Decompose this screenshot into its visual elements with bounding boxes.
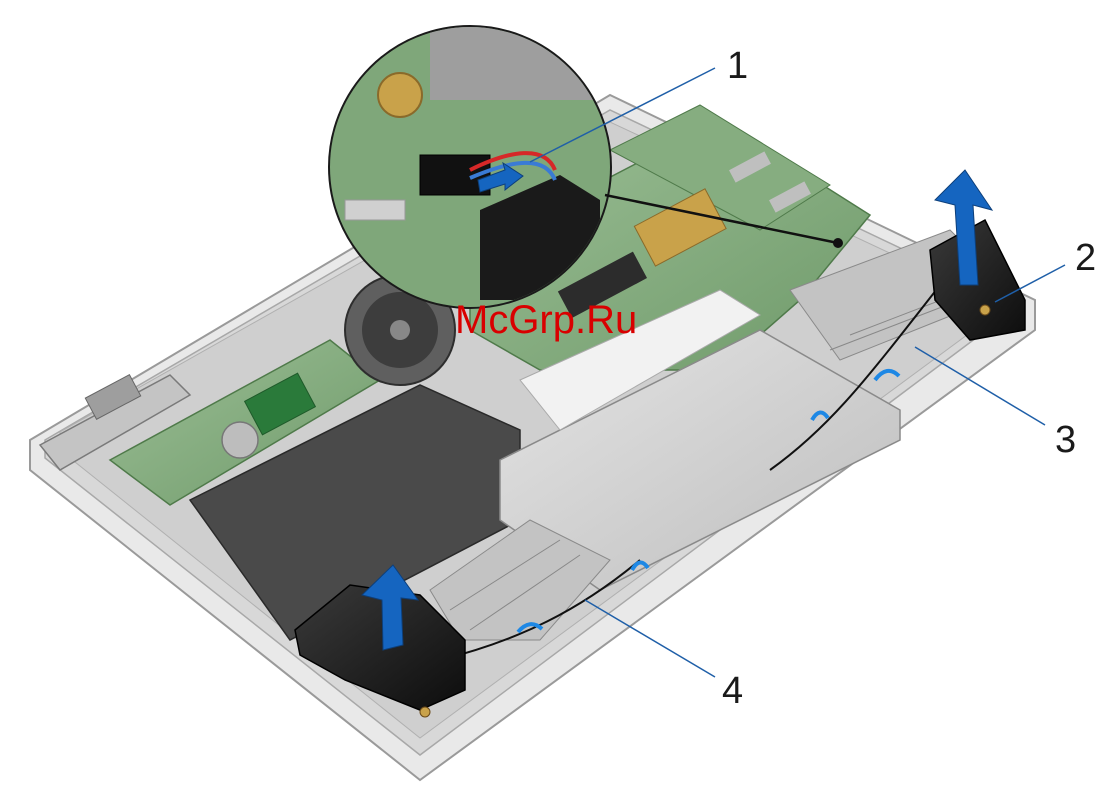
callout-4: 4 xyxy=(722,670,743,712)
callout-2: 2 xyxy=(1075,237,1096,279)
watermark: McGrp.Ru xyxy=(455,298,637,342)
callout-1: 1 xyxy=(727,45,748,87)
callout-3: 3 xyxy=(1055,419,1076,461)
